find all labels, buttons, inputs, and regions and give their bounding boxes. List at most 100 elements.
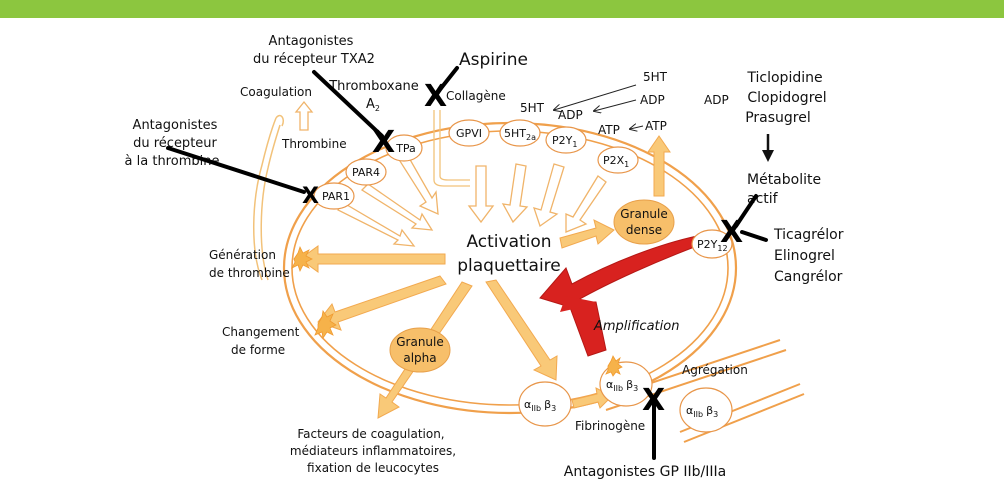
drug-cangrelor: Cangrélor [774, 269, 843, 285]
receptor-p2y1: P2Y1 [545, 126, 587, 154]
antagonists-txa2-line1: Antagonistes [269, 34, 354, 49]
granule-dense-line1: Granule [620, 207, 668, 221]
block-mark-p2y12: X [720, 215, 743, 250]
integrin-right-alpha: α [686, 404, 693, 417]
block-mark-tpa: X [372, 125, 395, 160]
amplification-label: Amplification [593, 319, 679, 334]
svg-text:P2X1: P2X1 [603, 154, 629, 169]
receptor-5ht2a: 5HT2a [499, 119, 541, 147]
thrombine-label: Thrombine [281, 137, 347, 151]
drug-ticlopidine: Ticlopidine [746, 70, 822, 86]
integrin-middle-beta-sub: 3 [633, 384, 638, 393]
integrin-middle-alpha-sub: IIb [613, 384, 623, 393]
5ht-top-label: 5HT [643, 70, 668, 84]
svg-text:P2Y12: P2Y12 [697, 238, 728, 253]
integrin-right-beta: β [706, 404, 713, 417]
arrow-to-metabolite [762, 134, 774, 162]
fibrinogene-label: Fibrinogène [575, 419, 645, 433]
drug-prasugrel: Prasugrel [745, 110, 811, 126]
adp-mid-label: ADP [558, 108, 583, 122]
antagonists-thrombin-line1: Antagonistes [133, 118, 218, 133]
integrin-middle-alpha: α [606, 378, 613, 391]
facteurs-line1: Facteurs de coagulation, [297, 427, 444, 441]
granule-dense-line2: dense [626, 223, 662, 237]
atp-right-label: ATP [645, 119, 667, 133]
granule-alpha: Granule alpha [389, 327, 451, 373]
receptor-gpvi-label: GPVI [456, 127, 482, 140]
svg-text:A2: A2 [366, 97, 380, 113]
granule-alpha-line1: Granule [396, 335, 444, 349]
receptor-tpa-label: TPa [395, 142, 416, 155]
receptor-p2y12-sub: 12 [717, 244, 727, 253]
thrombine-to-coagulation-arrow [294, 100, 314, 131]
receptor-p2x1: P2X1 [597, 146, 639, 174]
gp-antagonists-label: Antagonistes GP IIb/IIIa [564, 464, 726, 480]
receptor-gpvi: GPVI [448, 119, 490, 147]
changement-line2: de forme [231, 343, 285, 357]
receptor-p2y12: P2Y12 [691, 229, 733, 259]
aspirine-label: Aspirine [459, 50, 528, 70]
receptor-signal-arrows [337, 110, 607, 247]
svg-text:5HT2a: 5HT2a [504, 127, 536, 142]
receptor-par4: PAR4 [345, 158, 387, 186]
burst-integrin [605, 355, 623, 377]
receptor-p2y1-sub: 1 [572, 140, 577, 149]
integrin-left-beta: β [544, 398, 551, 411]
thromboxane-a2-label: A [366, 97, 375, 112]
agregation-label: Agrégation [682, 363, 748, 377]
block-mark-par1: X [302, 184, 319, 209]
thrombin-loop [253, 114, 285, 281]
top-bar [0, 0, 1004, 18]
receptor-p2y12-label: P2Y [697, 238, 718, 251]
amplification-arrow [539, 235, 698, 357]
facteurs-line3: fixation de leucocytes [307, 461, 439, 475]
antagonists-txa2-line2: du récepteur TXA2 [253, 52, 375, 67]
receptor-5ht2a-sub: 2a [526, 133, 536, 142]
integrin-left-alpha: α [524, 398, 531, 411]
5ht-mid-label: 5HT [520, 101, 545, 115]
activation-label-line2: plaquettaire [457, 256, 561, 276]
antagonists-thrombin-line2: du récepteur [133, 136, 217, 151]
atp-left-label: ATP [598, 123, 620, 137]
thromboxane-label: Thromboxane [328, 79, 419, 94]
granule-dense: Granule dense [613, 199, 675, 245]
receptor-tpa: TPa [385, 134, 423, 162]
generation-line1: Génération [209, 248, 276, 262]
adp-right-label: ADP [704, 93, 729, 107]
integrin-right-alpha-sub: IIb [693, 410, 703, 419]
block-mark-gpiib: X [642, 383, 665, 418]
mediator-arrows [554, 84, 644, 129]
inhibitor-lines [166, 66, 768, 460]
granule-alpha-line2: alpha [403, 351, 436, 365]
integrin-right-beta-sub: 3 [713, 410, 718, 419]
receptor-par4-label: PAR4 [352, 166, 380, 179]
coagulation-label: Coagulation [240, 85, 312, 99]
receptor-par1: PAR1 [313, 182, 355, 210]
receptor-p2x1-sub: 1 [624, 160, 629, 169]
burst-thrombin [291, 245, 313, 273]
drug-elinogrel: Elinogrel [774, 248, 835, 264]
thromboxane-a2-sub: 2 [375, 104, 380, 113]
drug-clopidogrel: Clopidogrel [747, 90, 826, 106]
receptor-par1-label: PAR1 [322, 190, 350, 203]
generation-line2: de thrombine [209, 266, 290, 280]
integrin-left-alpha-sub: IIb [531, 404, 541, 413]
receptor-p2y1-label: P2Y [552, 134, 573, 147]
adp-top-label: ADP [640, 93, 665, 107]
burst-shape-change [314, 309, 337, 340]
collagene-label: Collagène [446, 89, 506, 103]
block-mark-aspirine: X [424, 79, 447, 114]
integrin-middle-beta: β [626, 378, 633, 391]
svg-text:P2Y1: P2Y1 [552, 134, 577, 149]
metabolite-line1: Métabolite [747, 172, 821, 188]
integrin-left-beta-sub: 3 [551, 404, 556, 413]
activation-label-line1: Activation [466, 232, 551, 252]
facteurs-line2: médiateurs inflammatoires, [290, 444, 456, 458]
changement-line1: Changement [222, 325, 300, 339]
